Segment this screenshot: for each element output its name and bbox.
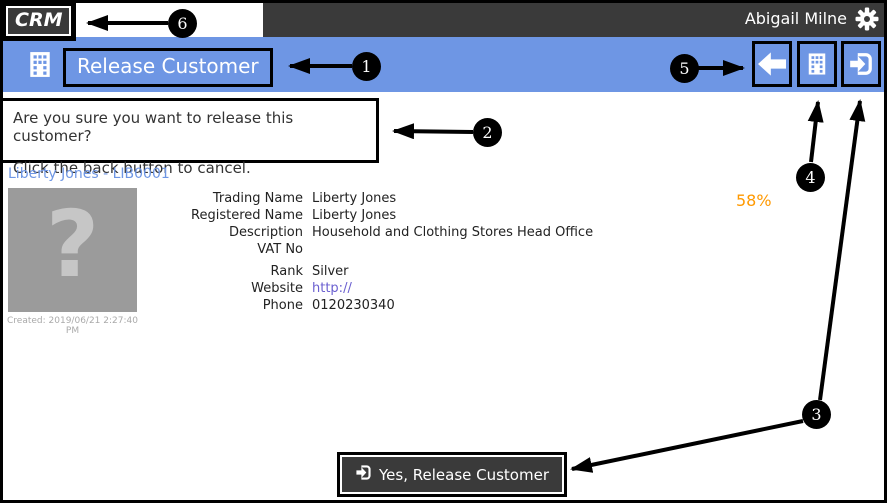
detail-row-description: Description Household and Clothing Store… — [145, 224, 625, 241]
callout-badge-3: 3 — [802, 400, 831, 429]
details-table: Trading Name Liberty Jones Registered Na… — [145, 190, 625, 314]
detail-label: Phone — [262, 298, 303, 313]
detail-row-vat-no: VAT No — [145, 241, 625, 258]
detail-label: Trading Name — [212, 191, 303, 206]
question-mark-placeholder: ? — [45, 191, 100, 298]
header-bar: Release Customer — [0, 37, 887, 92]
building-icon — [806, 52, 828, 76]
page-title-highlight: Release Customer — [63, 48, 273, 87]
detail-label: Rank — [270, 264, 303, 279]
building-icon — [27, 51, 53, 78]
crm-logo-highlight: CRM — [1, 1, 77, 41]
detail-value: Liberty Jones — [312, 208, 397, 223]
detail-row-registered-name: Registered Name Liberty Jones — [145, 207, 625, 224]
release-exit-button[interactable] — [841, 41, 881, 87]
callout-badge-4: 4 — [796, 163, 825, 192]
confirm-button-highlight: Yes, Release Customer — [337, 452, 567, 497]
exit-icon — [355, 464, 372, 485]
confirmation-message: Are you sure you want to release this cu… — [0, 98, 379, 177]
detail-value — [312, 241, 625, 258]
website-link[interactable]: http:// — [312, 281, 352, 296]
detail-value: Household and Clothing Stores Head Offic… — [312, 225, 594, 240]
customer-photo: ? — [8, 188, 137, 312]
detail-label: Description — [228, 225, 303, 240]
arrow-to-exit-button — [818, 99, 866, 401]
page-title: Release Customer — [77, 54, 259, 78]
photo-created-caption: Created: 2019/06/21 2:27:40 PM — [7, 316, 138, 336]
detail-value: Liberty Jones — [312, 191, 397, 206]
arrow-to-message — [392, 123, 474, 140]
callout-badge-2: 2 — [473, 118, 502, 147]
back-arrow-icon — [758, 52, 786, 76]
callout-badge-6: 6 — [168, 9, 197, 38]
confirm-release-button[interactable]: Yes, Release Customer — [342, 457, 562, 492]
back-button[interactable] — [752, 41, 792, 87]
detail-value: 0120230340 — [312, 298, 395, 313]
user-name: Abigail Milne — [744, 9, 847, 28]
top-bar: Abigail Milne — [263, 0, 887, 37]
confirm-button-label: Yes, Release Customer — [379, 465, 549, 484]
message-line-1: Are you sure you want to release this cu… — [13, 109, 294, 145]
company-button[interactable] — [797, 41, 837, 87]
customer-link[interactable]: Liberty Jones - LIB0001 — [8, 166, 170, 182]
detail-label: Website — [251, 281, 303, 296]
detail-row-website: Website http:// — [145, 280, 625, 297]
message-line-2: Click the back button to cancel. — [13, 159, 251, 177]
detail-label: Registered Name — [191, 208, 303, 223]
detail-row-trading-name: Trading Name Liberty Jones — [145, 190, 625, 207]
detail-row-phone: Phone 0120230340 — [145, 297, 625, 314]
detail-value: Silver — [312, 264, 349, 279]
gear-icon[interactable] — [855, 7, 879, 31]
exit-icon — [848, 51, 874, 77]
detail-label: VAT No — [257, 242, 303, 257]
detail-row-rank: Rank Silver — [145, 263, 625, 280]
crm-logo[interactable]: CRM — [6, 6, 72, 36]
arrow-to-confirm-button — [570, 419, 804, 473]
completeness-percent: 58% — [736, 191, 772, 210]
arrow-to-company-button — [807, 100, 824, 163]
